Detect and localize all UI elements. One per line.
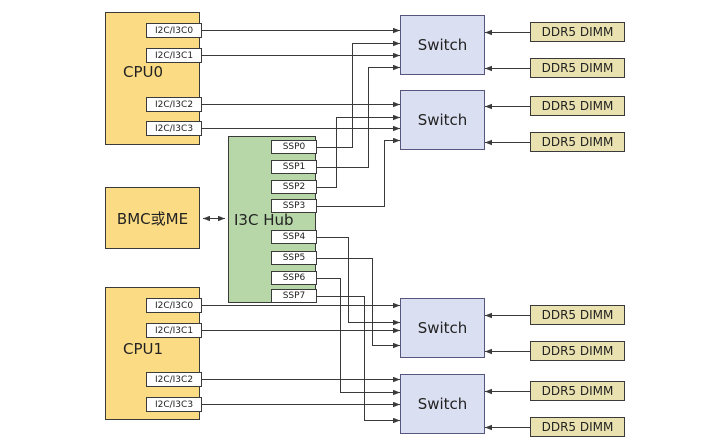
hub-port-ssp3: SSP3 [271,199,317,213]
hub-port-ssp4: SSP4 [271,230,317,244]
dimm-6: DDR5 DIMM [530,341,625,361]
hub-port-ssp2: SSP2 [271,180,317,194]
edge-ssp4-switch3 [317,237,400,326]
cpu0-port-i2c-i3c0: I2C/I3C0 [146,23,202,38]
cpu1-label: CPU1 [123,340,164,358]
switch-3: Switch [400,298,485,358]
cpu1-port-i2c-i3c0: I2C/I3C0 [146,298,202,313]
hub-port-ssp5: SSP5 [271,251,317,265]
edge-ssp0-switch1 [317,40,400,148]
cpu0-label: CPU0 [123,63,164,81]
bmc-label: BMC或ME [116,209,189,228]
cpu1-port-i2c-i3c3: I2C/I3C3 [146,397,202,412]
dimm-3-label: DDR5 DIMM [541,99,614,113]
edge-ssp6-switch4 [317,278,400,396]
dimm-5: DDR5 DIMM [530,305,625,325]
edge-ssp7-switch4 [317,296,400,424]
switch-2-label: Switch [417,111,468,129]
switch-4-label: Switch [417,395,468,413]
hub-port-ssp6: SSP6 [271,271,317,285]
dimm-6-label: DDR5 DIMM [541,344,614,358]
cpu1-port-i2c-i3c1: I2C/I3C1 [146,323,202,338]
switch-1: Switch [400,15,485,75]
dimm-2: DDR5 DIMM [530,58,625,78]
dimm-3: DDR5 DIMM [530,96,625,116]
switch-1-label: Switch [417,36,468,54]
i3c-hub-label: I3C Hub [234,211,294,229]
hub-port-ssp0: SSP0 [271,140,317,154]
switch-4: Switch [400,374,485,434]
cpu0-port-i2c-i3c1: I2C/I3C1 [146,48,202,63]
switch-2: Switch [400,90,485,150]
dimm-4-label: DDR5 DIMM [541,135,614,149]
dimm-1-label: DDR5 DIMM [541,25,614,39]
edge-ssp5-switch3 [317,258,400,349]
edge-ssp3-switch2 [317,137,400,207]
dimm-7: DDR5 DIMM [530,381,625,401]
dimm-2-label: DDR5 DIMM [541,61,614,75]
cpu0-port-i2c-i3c3: I2C/I3C3 [146,121,202,136]
dimm-4: DDR5 DIMM [530,132,625,152]
hub-port-ssp1: SSP1 [271,160,317,174]
dimm-1: DDR5 DIMM [530,22,625,42]
cpu1-port-i2c-i3c2: I2C/I3C2 [146,372,202,387]
cpu0-port-i2c-i3c2: I2C/I3C2 [146,97,202,112]
dimm-7-label: DDR5 DIMM [541,384,614,398]
switch-3-label: Switch [417,319,468,337]
dimm-5-label: DDR5 DIMM [541,308,614,322]
dimm-8: DDR5 DIMM [530,417,625,437]
edge-ssp2-switch2 [317,114,400,188]
hub-port-ssp7: SSP7 [271,289,317,303]
bmc-block: BMC或ME [105,187,200,249]
dimm-8-label: DDR5 DIMM [541,420,614,434]
